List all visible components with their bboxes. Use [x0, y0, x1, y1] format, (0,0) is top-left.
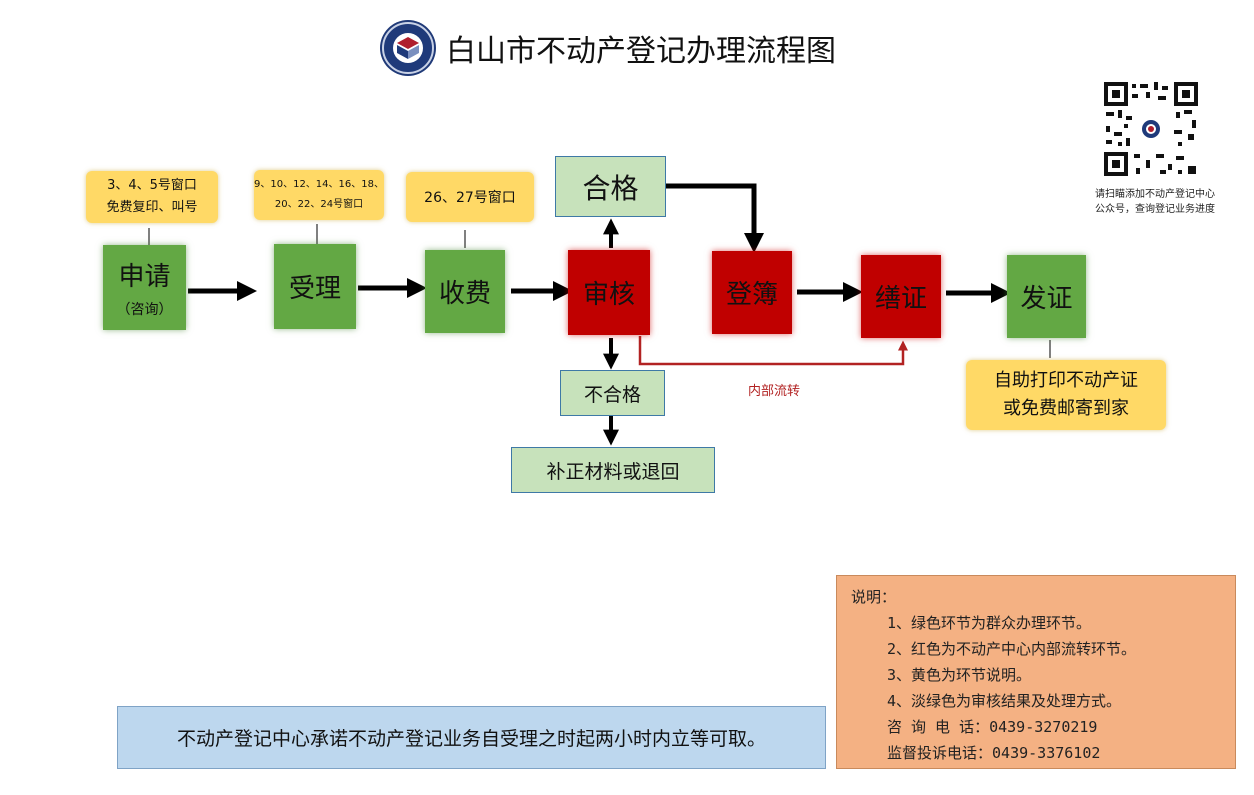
legend-item: 4、淡绿色为审核结果及处理方式。 [887, 692, 1122, 710]
internal-flow-line [638, 336, 908, 366]
step-issue-cert: 缮证 [861, 255, 941, 338]
step-deliver: 发证 [1007, 255, 1086, 338]
result-fail: 不合格 [560, 370, 665, 416]
registration-logo [380, 20, 436, 76]
apply-window-note: 3、4、5号窗口 免费复印、叫号 [86, 171, 218, 223]
fee-window-note: 26、27号窗口 [406, 172, 534, 222]
legend-heading: 说明： [851, 588, 897, 606]
step-review: 审核 [568, 250, 650, 335]
qr-caption: 请扫瞄添加不动产登记中心 公众号，查询登记业务进度 [1095, 189, 1215, 215]
fail-action: 补正材料或退回 [511, 447, 715, 493]
arrow-pass-to-register [666, 183, 764, 254]
page-title: 白山市不动产登记办理流程图 [446, 34, 836, 69]
deliver-note: 自助打印不动产证 或免费邮寄到家 [966, 360, 1166, 430]
legend-phone-row: 咨 询 电 话：0439-3270219 [887, 718, 1098, 736]
service-promise: 不动产登记中心承诺不动产登记业务自受理之时起两小时内立等可取。 [117, 706, 826, 769]
result-pass: 合格 [555, 156, 666, 217]
step-accept: 受理 [274, 244, 356, 329]
step-register: 登簿 [712, 251, 792, 334]
accept-window-note: 9、10、12、14、16、18、 20、22、24号窗口 [254, 170, 384, 220]
step-apply: 申请 （咨询） [103, 245, 186, 330]
legend-item: 3、黄色为环节说明。 [887, 666, 1032, 684]
legend-complaint-row: 监督投诉电话：0439-3376102 [887, 744, 1101, 762]
legend-item: 2、红色为不动产中心内部流转环节。 [887, 640, 1137, 658]
legend-panel: 说明： 1、绿色环节为群众办理环节。 2、红色为不动产中心内部流转环节。 3、黄… [836, 575, 1236, 769]
legend-item: 1、绿色环节为群众办理环节。 [887, 614, 1092, 632]
qr-code [1102, 80, 1200, 178]
complaint-number: 0439-3376102 [992, 744, 1101, 762]
step-fee: 收费 [425, 250, 505, 333]
header: 白山市不动产登记办理流程图 [380, 20, 836, 76]
internal-flow-label: 内部流转 [748, 384, 801, 399]
phone-number: 0439-3270219 [989, 718, 1098, 736]
